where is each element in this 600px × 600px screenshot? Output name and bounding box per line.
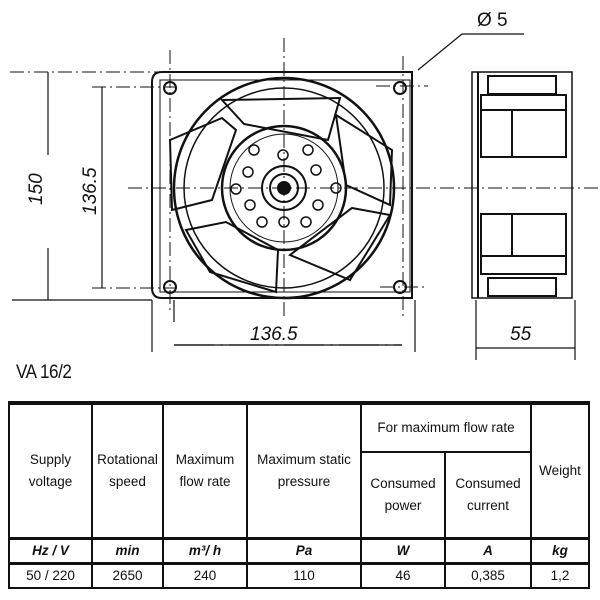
unit-cell: Pa <box>246 537 362 565</box>
header-group-max-flow: For maximum flow rate <box>360 402 532 453</box>
front-view <box>151 71 413 300</box>
model-name: VA 16/2 <box>16 362 72 383</box>
table-cell: 50 / 220 <box>8 562 93 589</box>
table-cell: 110 <box>246 562 362 589</box>
side-view <box>471 71 573 299</box>
header-max-static-pressure: Maximum static pressure <box>246 402 362 540</box>
header-rotational-speed: Rotational speed <box>91 402 164 540</box>
table-cell: 240 <box>162 562 248 589</box>
specifications-table: Supply voltage Rotational speed Maximum … <box>8 401 590 589</box>
table-cell: 1,2 <box>530 562 590 589</box>
header-consumed-current: Consumed current <box>444 451 532 540</box>
height-holes-label: 136.5 <box>80 167 101 215</box>
fan-technical-drawing: Ø 5 150 136.5 136.5 150 55 <box>10 10 600 360</box>
header-supply-voltage: Supply voltage <box>8 402 93 540</box>
units-row: Hz / V min m³/ h Pa W A kg <box>8 537 590 565</box>
depth-label: 55 <box>510 324 532 345</box>
unit-cell: min <box>91 537 164 565</box>
table-cell: 2650 <box>91 562 164 589</box>
unit-cell: A <box>444 537 532 565</box>
table-row: 50 / 220 2650 240 110 46 0,385 1,2 <box>8 562 590 589</box>
header-max-flow-rate: Maximum flow rate <box>162 402 248 540</box>
header-weight: Weight <box>530 402 590 540</box>
table-cell: 46 <box>360 562 446 589</box>
unit-cell: m³/ h <box>162 537 248 565</box>
width-holes-label: 136.5 <box>250 324 298 345</box>
table-cell: 0,385 <box>444 562 532 589</box>
unit-cell: kg <box>530 537 590 565</box>
hole-diameter-label: Ø 5 <box>477 10 508 31</box>
unit-cell: Hz / V <box>8 537 93 565</box>
height-outer-label: 150 <box>26 173 47 205</box>
unit-cell: W <box>360 537 446 565</box>
header-consumed-power: Consumed power <box>360 451 446 540</box>
